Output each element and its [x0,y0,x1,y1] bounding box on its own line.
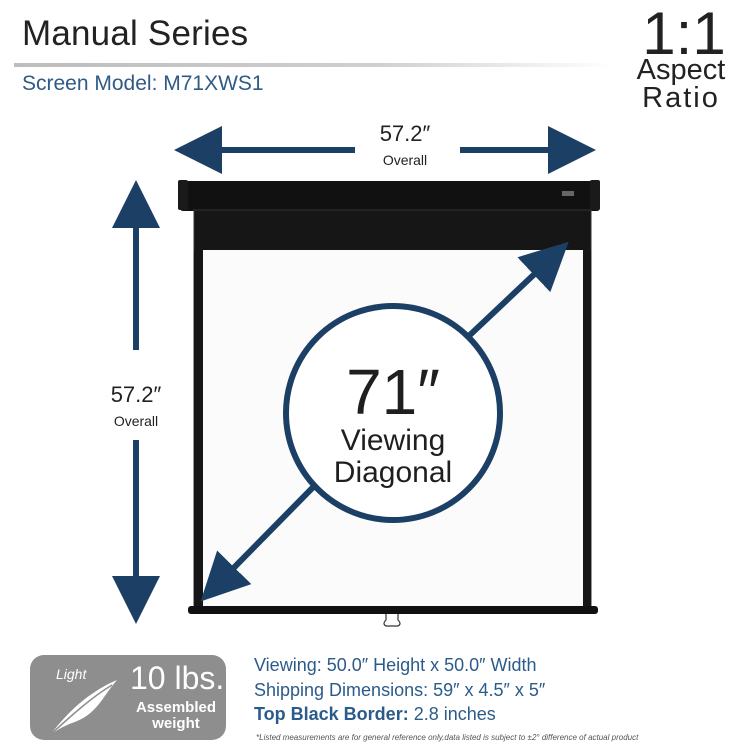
diagonal-arrow [200,241,569,602]
height-caption: Overall [114,413,158,429]
diagonal-label-diagonal: Diagonal [334,456,452,489]
diagonal-label-viewing: Viewing [341,424,446,457]
width-value: 57.2″ [380,121,431,146]
badge-assembled-weight: Assembled weight [134,700,218,732]
badge-assembled-line2: weight [152,715,200,732]
aspect-ratio-value: 1:1 [642,0,726,67]
weight-badge [30,655,226,740]
badge-assembled-line1: Assembled [135,699,217,716]
spec-shipping-dimensions: Shipping Dimensions: 59″ x 4.5″ x 5″ [254,680,546,700]
aspect-label-ratio: Ratio [642,82,720,114]
diagonal-value: 71″ [346,356,440,428]
spec-border-value: 2.8 inches [408,704,496,724]
model-value: M71XWS1 [163,72,264,95]
spec-top-black-border: Top Black Border: 2.8 inches [254,704,496,725]
feather-icon [49,680,117,736]
spec-border-label: Top Black Border: [254,704,409,724]
badge-light-label: Light [56,666,87,682]
diagonal-circle [283,303,503,523]
height-value: 57.2″ [111,382,162,407]
spec-viewing: Viewing: 50.0″ Height x 50.0″ Width [254,655,537,675]
model-label: Screen Model: [22,72,158,95]
badge-weight: 10 lbs. [130,660,225,696]
width-caption: Overall [383,152,427,168]
screen-diagram: 57.2″ Overall 57.2″ Overall 71″ Viewing … [111,121,600,627]
series-title: Manual Series [22,14,249,53]
disclaimer: *Listed measurements are for general ref… [256,733,639,742]
aspect-label-aspect: Aspect [636,54,726,86]
model-line: Screen Model: M71XWS1 [22,72,264,96]
title-divider [14,63,614,67]
